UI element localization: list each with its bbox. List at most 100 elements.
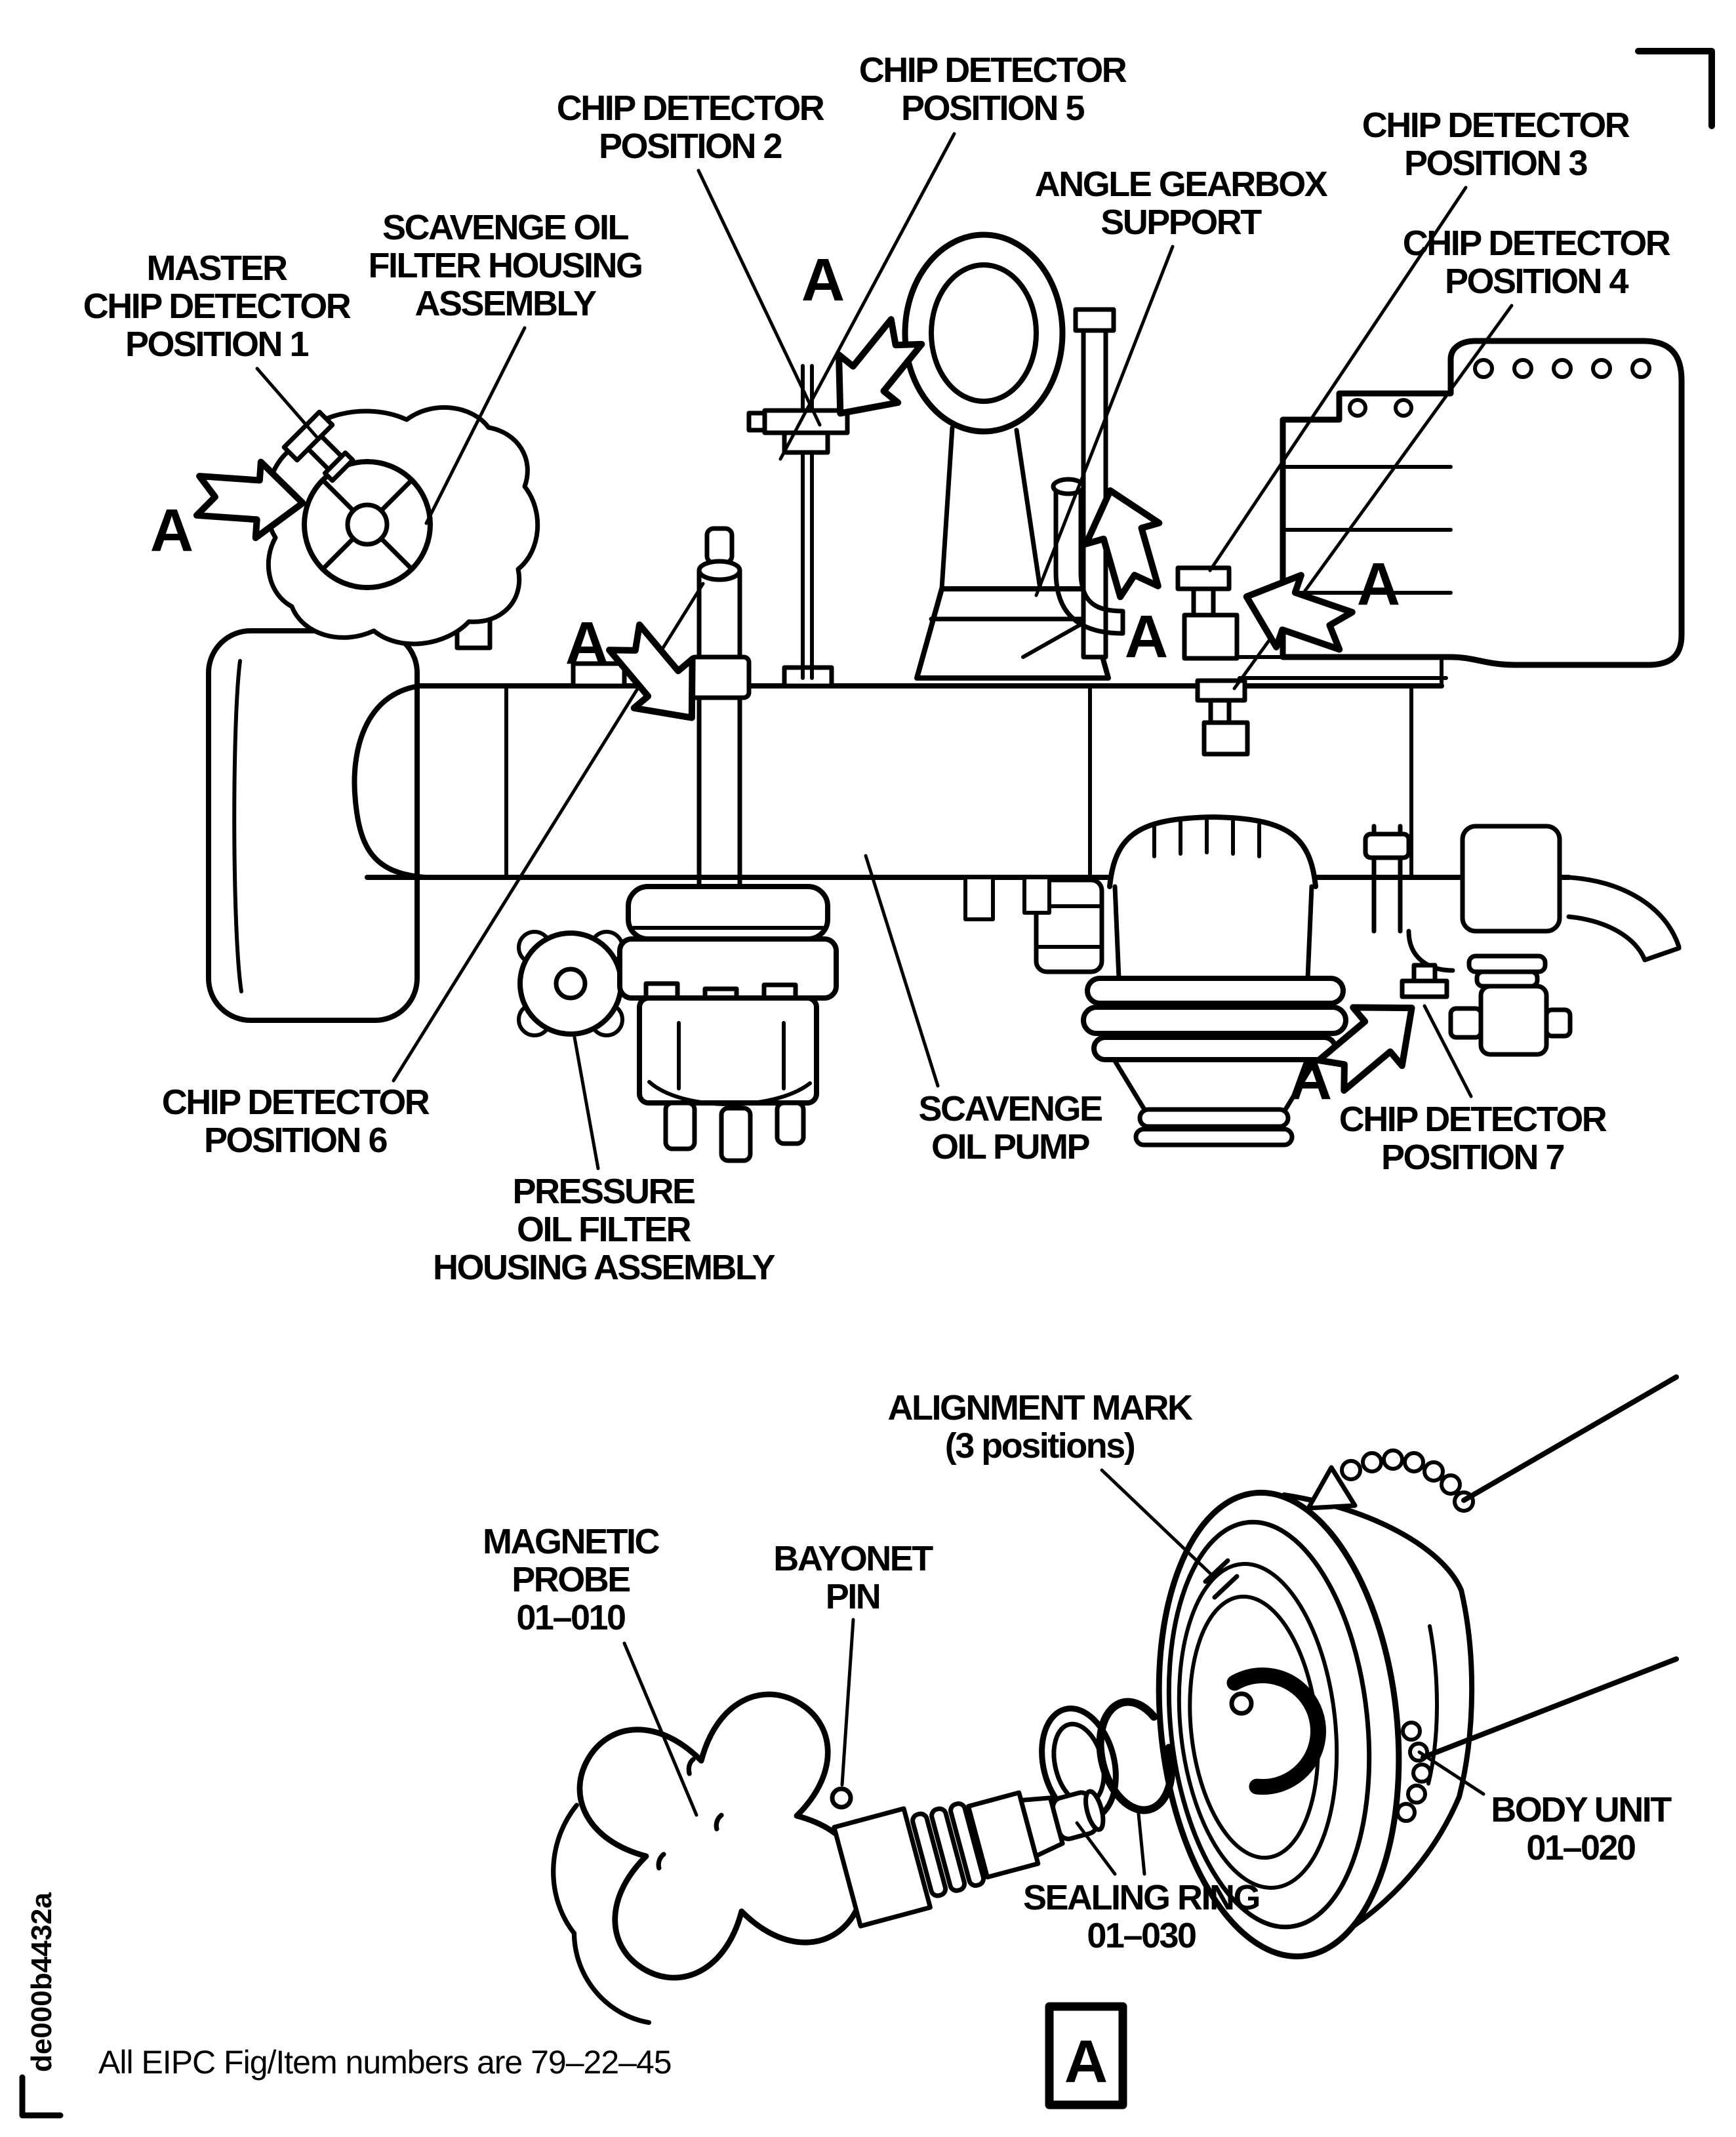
magnetic-probe-knob [551, 1691, 866, 2026]
label-line: OIL FILTER [517, 1210, 691, 1249]
label-body-unit: BODY UNIT 01–020 [1491, 1790, 1672, 1867]
label-chip-detector-position-6: CHIP DETECTOR POSITION 6 [161, 1083, 430, 1160]
label-line: HOUSING ASSEMBLY [432, 1248, 776, 1287]
label-line: POSITION 7 [1381, 1138, 1565, 1177]
label-chip-detector-position-3: CHIP DETECTOR POSITION 3 [1362, 106, 1630, 183]
leader-pressure-filter [573, 1035, 600, 1170]
label-line: SCAVENGE OIL [382, 208, 630, 247]
label-line: POSITION 5 [900, 89, 1085, 128]
leader-angle-gearbox [1034, 245, 1175, 597]
chain-anchor-line-bottom [1421, 1656, 1679, 1760]
chain-anchor-line-top [1461, 1374, 1679, 1503]
label-line: POSITION 3 [1403, 144, 1588, 183]
chain [1306, 1448, 1475, 1823]
label-line: BAYONET [773, 1539, 933, 1578]
right-lower-assembly [1363, 824, 1573, 1057]
label-bayonet-pin: BAYONET PIN [773, 1539, 933, 1616]
label-line: POSITION 4 [1444, 262, 1629, 301]
oil-tank [206, 628, 420, 1023]
alignment-mark-ticks [1203, 1558, 1240, 1600]
leader-master [255, 367, 321, 441]
body-unit [1156, 1448, 1475, 1960]
label-line: OIL PUMP [931, 1127, 1091, 1167]
view-arrow-a4: A [1074, 480, 1176, 670]
leader-position-5 [778, 132, 956, 461]
angle-gearbox [902, 231, 1111, 681]
leader-position-2 [696, 169, 822, 427]
detector-detail-diagram [551, 1374, 1679, 2026]
label-alignment-mark: ALIGNMENT MARK (3 positions) [887, 1388, 1193, 1466]
label-chip-detector-position-7: CHIP DETECTOR POSITION 7 [1339, 1100, 1607, 1177]
leader-sealing-ring-2 [1137, 1812, 1146, 1876]
view-letter: A [801, 247, 845, 313]
view-arrow-a5: A [1234, 551, 1400, 667]
view-arrow-a1: A [150, 458, 306, 564]
chip-detector-4-plug [1195, 678, 1250, 757]
label-line: 01–010 [516, 1598, 626, 1637]
detail-box-letter: A [1064, 2028, 1108, 2095]
label-line: CHIP DETECTOR [1339, 1100, 1607, 1139]
document-id: de000b4432a [26, 1892, 58, 2072]
angle-gearbox-support [1021, 307, 1116, 660]
label-line: CHIP DETECTOR [556, 89, 825, 128]
view-letter: A [1125, 603, 1168, 670]
leader-position-3 [1208, 186, 1468, 572]
master-chip-detector-plug [281, 409, 355, 483]
label-line: ALIGNMENT MARK [887, 1388, 1193, 1428]
label-line: ANGLE GEARBOX [1034, 165, 1328, 204]
view-arrow-a3: A [565, 610, 721, 742]
label-line: POSITION 6 [203, 1121, 388, 1160]
scavenge-cup [1081, 814, 1348, 1148]
label-line: CHIP DETECTOR [83, 287, 352, 326]
label-line: ASSEMBLY [414, 284, 597, 323]
leader-body-unit [1417, 1750, 1485, 1796]
mid-cylinder [1034, 877, 1104, 974]
label-line: 01–020 [1526, 1828, 1636, 1867]
chip-detector-2-plug [746, 364, 850, 680]
label-pressure-oil-filter-housing: PRESSURE OIL FILTER HOUSING ASSEMBLY [432, 1172, 776, 1287]
view-letter: A [1289, 1045, 1332, 1112]
footer-note: All EIPC Fig/Item numbers are 79–22–45 [98, 2044, 672, 2081]
view-arrow-a2: A [801, 247, 936, 437]
detail-view-box: A [1045, 2002, 1127, 2109]
right-gearbox-housing [1280, 338, 1685, 668]
label-line: SUPPORT [1100, 203, 1262, 242]
label-angle-gearbox-support: ANGLE GEARBOX SUPPORT [1034, 165, 1328, 242]
label-line: 01–030 [1087, 1916, 1197, 1955]
label-line: BODY UNIT [1491, 1790, 1672, 1829]
label-chip-detector-position-4: CHIP DETECTOR POSITION 4 [1402, 224, 1671, 301]
view-letter: A [150, 497, 193, 564]
label-chip-detector-position-2: CHIP DETECTOR POSITION 2 [556, 89, 825, 166]
view-letter: A [565, 610, 609, 677]
label-chip-detector-position-5: CHIP DETECTOR POSITION 5 [859, 51, 1127, 128]
label-line: PRESSURE [512, 1172, 696, 1211]
view-arrows: A A A A A A [150, 247, 1436, 1112]
right-elbow-pipe [1566, 875, 1682, 963]
label-line: CHIP DETECTOR [1362, 106, 1630, 145]
housing-underside-details [963, 875, 1051, 921]
label-line: MAGNETIC [483, 1522, 660, 1561]
label-master-chip-detector-position-1: MASTER CHIP DETECTOR POSITION 1 [83, 249, 352, 363]
label-line: (3 positions) [944, 1426, 1136, 1466]
pressure-filter-flange [517, 930, 624, 1037]
label-line: MASTER [146, 249, 287, 288]
label-scavenge-oil-pump: SCAVENGE OIL PUMP [918, 1089, 1103, 1167]
leader-alignment-mark [1100, 1468, 1217, 1580]
bayonet-pin [830, 1786, 853, 1810]
label-scavenge-oil-filter-housing: SCAVENGE OIL FILTER HOUSING ASSEMBLY [369, 208, 644, 323]
label-line: PROBE [512, 1560, 631, 1599]
leader-magnetic-probe [622, 1641, 698, 1817]
view-arrow-a6: A [1289, 979, 1436, 1112]
chip-detector-3-plug [1175, 565, 1240, 661]
label-magnetic-probe: MAGNETIC PROBE 01–010 [483, 1522, 660, 1637]
corner-mark-top-right [1635, 48, 1715, 129]
label-line: SCAVENGE [918, 1089, 1103, 1128]
label-line: PIN [825, 1577, 881, 1616]
label-line: CHIP DETECTOR [1402, 224, 1671, 263]
label-sealing-ring: SEALING RING 01–030 [1023, 1879, 1261, 1955]
leader-position-7 [1423, 1004, 1473, 1098]
leader-scavenge-pump [864, 854, 940, 1088]
label-line: CHIP DETECTOR [161, 1083, 430, 1122]
label-line: POSITION 2 [598, 127, 783, 166]
